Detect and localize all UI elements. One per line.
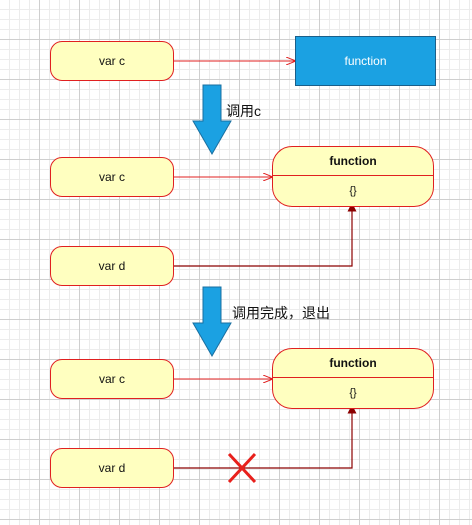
- var-d-label: var d: [98, 461, 126, 475]
- reference-d-to-closure-3: [174, 404, 357, 469]
- function-label: function: [344, 54, 387, 68]
- function-object-stage3: function {}: [272, 348, 434, 409]
- function-body: {}: [349, 185, 357, 197]
- function-object-stage2: function {}: [272, 146, 434, 207]
- var-c-node-stage2: var c: [50, 157, 174, 197]
- var-c-label: var c: [98, 372, 125, 386]
- function-body: {}: [349, 387, 357, 399]
- cut-mark-icon: [227, 452, 257, 484]
- step-label-call-finished-exit: 调用完成，退出: [232, 305, 330, 321]
- function-divider: [273, 175, 433, 176]
- var-d-node-stage3: var d: [50, 448, 174, 488]
- var-c-node-stage1: var c: [50, 41, 174, 81]
- function-divider: [273, 377, 433, 378]
- step-arrow-1: [192, 84, 232, 156]
- var-d-label: var d: [98, 259, 126, 273]
- function-title: function: [329, 154, 377, 168]
- step-arrow-2: [192, 286, 232, 358]
- var-d-node-stage2: var d: [50, 246, 174, 286]
- var-c-node-stage3: var c: [50, 359, 174, 399]
- function-block-stage1: function: [295, 36, 436, 86]
- reference-d-to-closure-2: [174, 202, 357, 267]
- step-label-call-c: 调用c: [226, 103, 261, 119]
- var-c-label: var c: [98, 54, 125, 68]
- var-c-label: var c: [98, 170, 125, 184]
- function-title: function: [329, 356, 377, 370]
